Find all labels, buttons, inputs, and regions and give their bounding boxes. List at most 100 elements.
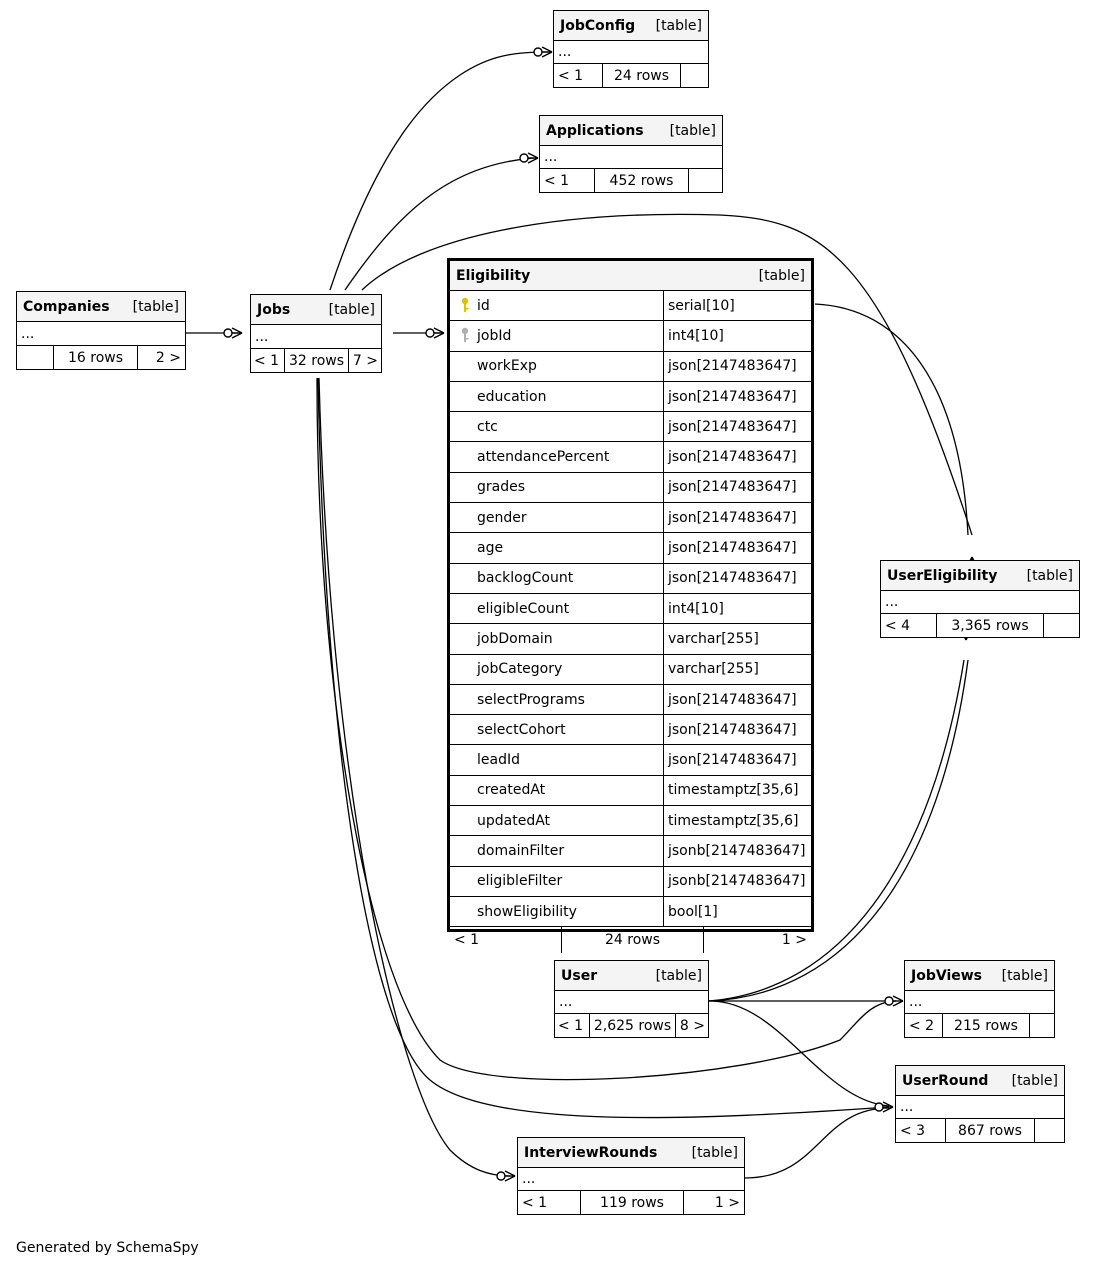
column-name: selectPrograms <box>450 684 664 715</box>
column-name-text: workExp <box>477 358 537 375</box>
children-link[interactable]: 1 > <box>683 1191 744 1214</box>
table-footer: < 1 2,625 rows 8 > <box>555 1014 708 1037</box>
column-name: backlogCount <box>450 563 664 593</box>
parents-link[interactable]: < 1 <box>544 172 570 189</box>
row-count: 215 rows <box>942 1014 1029 1037</box>
edge-user-userround <box>708 1000 890 1107</box>
parents-link[interactable]: < 1 <box>454 932 480 949</box>
column-type: jsonb[2147483647] <box>668 842 806 859</box>
table-jobviews[interactable]: JobViews [table] ... < 2 215 rows <box>904 960 1055 1038</box>
children-link[interactable]: 7 > <box>348 349 381 372</box>
column-row-gender: gender json[2147483647] <box>450 503 811 534</box>
table-footer: < 2 215 rows <box>905 1014 1054 1037</box>
primary-key-icon <box>461 297 469 312</box>
column-type: timestamptz[35,6] <box>668 812 799 829</box>
column-name: age <box>450 533 664 563</box>
column-name: grades <box>450 472 664 503</box>
table-name: Jobs <box>257 301 291 318</box>
column-type: jsonb[2147483647] <box>668 873 806 890</box>
row-count: 24 rows <box>602 64 680 87</box>
column-type: json[2147483647] <box>668 721 797 738</box>
table-userround[interactable]: UserRound [table] ... < 3 867 rows <box>895 1065 1065 1143</box>
children-link[interactable] <box>1029 1014 1054 1037</box>
parents-link[interactable]: < 1 <box>558 1017 584 1034</box>
children-link[interactable] <box>688 169 722 192</box>
parents-link[interactable]: < 4 <box>885 617 911 634</box>
row-count: 3,365 rows <box>936 614 1043 637</box>
parents-link[interactable]: < 3 <box>900 1122 926 1139</box>
column-name: eligibleFilter <box>450 866 664 896</box>
table-interviewrounds[interactable]: InterviewRounds [table] ... < 1 119 rows… <box>517 1137 745 1215</box>
parents-link[interactable]: < 1 <box>522 1194 548 1211</box>
table-companies[interactable]: Companies [table] ... 16 rows 2 > <box>16 291 186 370</box>
row-count: 16 rows <box>53 346 137 369</box>
table-footer: < 3 867 rows <box>896 1119 1064 1142</box>
table-jobconfig[interactable]: JobConfig [table] ... < 1 24 rows <box>553 10 709 88</box>
column-name-text: age <box>477 540 504 557</box>
parents-link[interactable]: < 2 <box>909 1017 935 1034</box>
column-name: jobDomain <box>450 624 664 654</box>
column-type: json[2147483647] <box>668 358 797 375</box>
column-row-domainfilter: domainFilter jsonb[2147483647] <box>450 836 811 867</box>
children-link[interactable]: 8 > <box>675 1014 708 1037</box>
column-name-text: domainFilter <box>477 842 565 859</box>
column-name: ctc <box>450 412 664 442</box>
column-row-selectprograms: selectPrograms json[2147483647] <box>450 684 811 716</box>
table-footer: < 1 24 rows <box>554 64 708 87</box>
crowfoot-jobviews <box>884 995 904 1007</box>
table-header: Applications [table] <box>540 116 722 146</box>
table-type-label: [table] <box>758 267 805 284</box>
children-link[interactable] <box>1034 1119 1064 1142</box>
table-type-label: [table] <box>655 17 702 34</box>
table-applications[interactable]: Applications [table] ... < 1 452 rows <box>539 115 723 193</box>
columns-ellipsis: ... <box>554 41 708 64</box>
column-name: attendancePercent <box>450 442 664 472</box>
column-name-text: gender <box>477 509 527 526</box>
parents-link[interactable] <box>17 346 53 369</box>
column-name: leadId <box>450 745 664 775</box>
columns-ellipsis: ... <box>881 591 1079 614</box>
table-header: UserEligibility [table] <box>881 561 1079 591</box>
table-footer: < 1 24 rows 1 > <box>450 927 811 954</box>
column-name-text: leadId <box>477 752 520 769</box>
row-count: 119 rows <box>580 1191 683 1214</box>
edge-jobs-applications <box>344 157 535 291</box>
table-type-label: [table] <box>691 1144 738 1161</box>
table-jobs[interactable]: Jobs [table] ... < 1 32 rows 7 > <box>250 294 382 373</box>
children-link[interactable]: 1 > <box>703 927 811 954</box>
edge-eligibility-usereligibility <box>814 303 969 536</box>
table-footer: 16 rows 2 > <box>17 346 185 369</box>
table-name: UserEligibility <box>887 567 998 584</box>
column-type: json[2147483647] <box>668 509 797 526</box>
column-name-text: selectPrograms <box>477 691 585 708</box>
column-type: varchar[255] <box>668 630 759 647</box>
column-row-workexp: workExp json[2147483647] <box>450 351 811 382</box>
crowfoot-jobconfig <box>533 46 553 58</box>
column-type: bool[1] <box>668 903 718 920</box>
children-link[interactable] <box>680 64 708 87</box>
column-name: gender <box>450 503 664 533</box>
column-type: json[2147483647] <box>668 691 797 708</box>
table-usereligibility[interactable]: UserEligibility [table] ... < 4 3,365 ro… <box>880 560 1080 638</box>
children-link[interactable] <box>1043 614 1079 637</box>
table-user[interactable]: User [table] ... < 1 2,625 rows 8 > <box>554 960 709 1038</box>
table-footer: < 1 32 rows 7 > <box>251 349 381 372</box>
table-type-label: [table] <box>655 967 702 984</box>
parents-link[interactable]: < 1 <box>254 352 280 369</box>
parents-link[interactable]: < 1 <box>558 67 584 84</box>
children-link[interactable]: 2 > <box>137 346 185 369</box>
row-count: 452 rows <box>594 169 688 192</box>
edge-user-usereligibility-b <box>708 659 969 1002</box>
columns-ellipsis: ... <box>17 322 185 346</box>
